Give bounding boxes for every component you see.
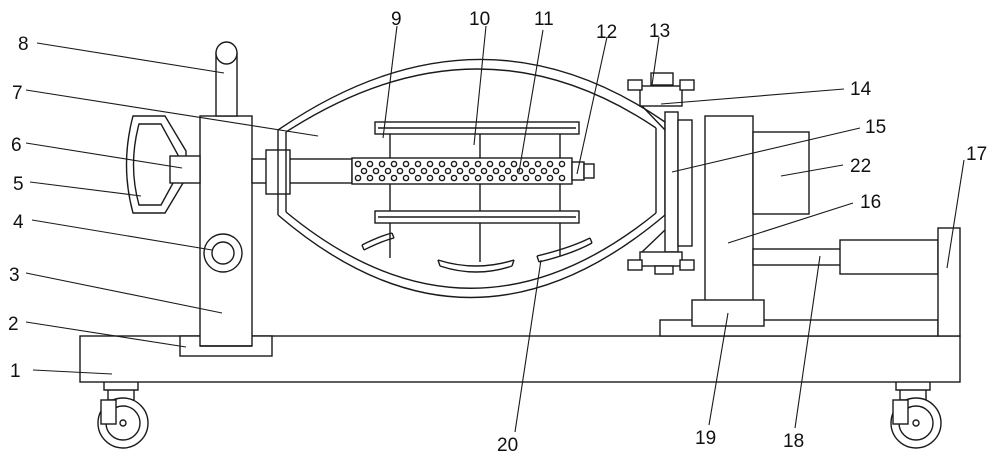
label-15: 15 [865, 117, 886, 138]
roller-hole [474, 160, 482, 168]
label-22: 22 [850, 156, 871, 177]
roller-hole [378, 160, 386, 168]
scraper-blades [361, 232, 593, 273]
label-3: 3 [9, 265, 20, 286]
roller-hole [390, 174, 398, 182]
roller-hole [522, 160, 530, 168]
left-support-column [199, 115, 253, 347]
label-4: 4 [13, 212, 24, 233]
roller-hole [462, 174, 470, 182]
roller-hole [534, 160, 542, 168]
roller-hole [396, 167, 404, 175]
label-13: 13 [649, 21, 670, 42]
roller-hole [504, 167, 512, 175]
roller-hole [402, 160, 410, 168]
roller-hole [378, 174, 386, 182]
roller-hole [492, 167, 500, 175]
roller-hole [450, 174, 458, 182]
label-18: 18 [783, 431, 804, 452]
roller-hole [534, 174, 542, 182]
label-16: 16 [860, 192, 881, 213]
perforated-roller [351, 157, 573, 185]
label-2: 2 [8, 314, 19, 335]
label-20: 20 [497, 435, 518, 456]
roller-hole [450, 160, 458, 168]
roller-hole [384, 167, 392, 175]
roller-hole [552, 167, 560, 175]
left-caster-wheel [97, 382, 149, 449]
roller-hole [402, 174, 410, 182]
roller-hole [438, 160, 446, 168]
roller-hole [414, 160, 422, 168]
label-17: 17 [966, 144, 987, 165]
label-11: 11 [534, 9, 554, 30]
roller-hole [456, 167, 464, 175]
label-8: 8 [18, 34, 29, 55]
leader-lines [25, 25, 965, 433]
roller-hole [474, 174, 482, 182]
roller-hole [462, 160, 470, 168]
rotation-knob [203, 233, 243, 273]
roller-hole [366, 174, 374, 182]
reference-numerals: 1 2 3 4 5 6 7 8 9 10 11 12 13 14 15 16 1… [8, 9, 987, 456]
roller-hole [558, 174, 566, 182]
label-1: 1 [10, 361, 21, 382]
roller-hole [360, 167, 368, 175]
hand-crank-wheel [125, 115, 201, 214]
roller-hole [426, 174, 434, 182]
roller-hole [354, 174, 362, 182]
roller-hole [486, 174, 494, 182]
roller-hole [414, 174, 422, 182]
roller-hole [528, 167, 536, 175]
roller-hole [498, 174, 506, 182]
label-9: 9 [391, 9, 402, 30]
roller-hole [432, 167, 440, 175]
roller-hole [546, 160, 554, 168]
roller-hole [408, 167, 416, 175]
right-support-column [704, 115, 754, 311]
label-10: 10 [469, 9, 490, 30]
roller-hole [558, 160, 566, 168]
label-12: 12 [596, 22, 617, 43]
roller-hole [426, 160, 434, 168]
drum-end-clamp [627, 72, 695, 275]
roller-hole [540, 167, 548, 175]
roller-hole [486, 160, 494, 168]
roller-hole [510, 160, 518, 168]
roller-hole [438, 174, 446, 182]
roller-hole [468, 167, 476, 175]
label-7: 7 [12, 83, 23, 104]
hydraulic-cylinder [752, 227, 961, 337]
roller-hole [498, 160, 506, 168]
label-6: 6 [11, 135, 22, 156]
roller-hole [372, 167, 380, 175]
roller-hole [546, 174, 554, 182]
roller-hole [354, 160, 362, 168]
roller-hole [522, 174, 530, 182]
label-19: 19 [695, 428, 716, 449]
roller-hole [510, 174, 518, 182]
roller-hole [420, 167, 428, 175]
stirring-paddle-frame [374, 121, 580, 262]
label-5: 5 [13, 174, 24, 195]
handle-post [215, 41, 238, 117]
label-14: 14 [850, 79, 872, 100]
roller-hole [390, 160, 398, 168]
roller-hole [444, 167, 452, 175]
right-caster-wheel [890, 382, 942, 449]
roller-hole [480, 167, 488, 175]
shaft-end-nut [583, 163, 595, 179]
roller-hole [366, 160, 374, 168]
